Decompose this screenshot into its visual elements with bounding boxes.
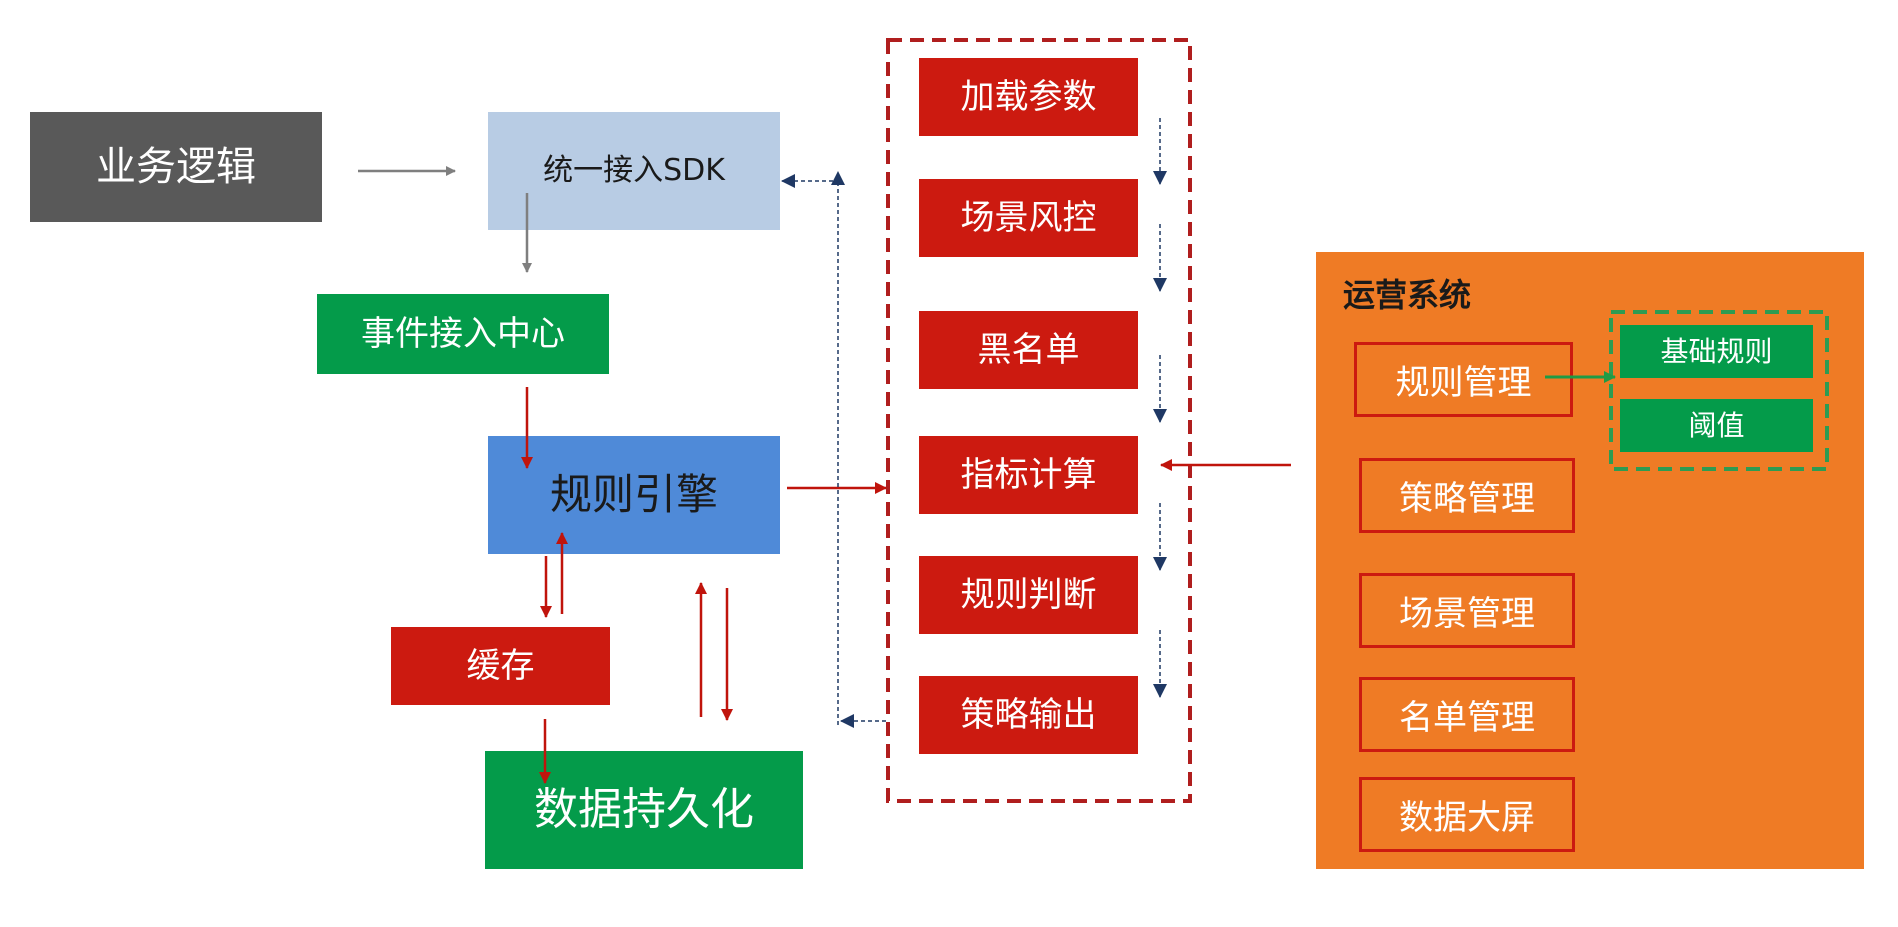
pipeline-step-strategy-output: 策略输出 <box>919 676 1138 754</box>
rule-engine-box: 规则引擎 <box>488 436 780 554</box>
pipeline-step-load-params: 加载参数 <box>919 58 1138 136</box>
pipeline-step-scene-risk: 场景风控 <box>919 179 1138 257</box>
persistence-box: 数据持久化 <box>485 751 803 869</box>
ops-item-rule-management: 规则管理 <box>1354 342 1573 417</box>
ops-item-list-management: 名单管理 <box>1359 677 1575 752</box>
rule-sub-item-basic-rules: 基础规则 <box>1620 325 1813 378</box>
pipeline-step-metric-calc: 指标计算 <box>919 436 1138 514</box>
pipeline-step-rule-judgment: 规则判断 <box>919 556 1138 634</box>
ops-item-data-dashboard: 数据大屏 <box>1359 777 1575 852</box>
ops-item-strategy-management: 策略管理 <box>1359 458 1575 533</box>
rule-sub-item-threshold: 阈值 <box>1620 399 1813 452</box>
business-logic-box: 业务逻辑 <box>30 112 322 222</box>
unified-sdk-box: 统一接入SDK <box>488 112 780 230</box>
pipeline-step-blacklist: 黑名单 <box>919 311 1138 389</box>
cache-box: 缓存 <box>391 627 610 705</box>
ops-item-scene-management: 场景管理 <box>1359 573 1575 648</box>
event-center-box: 事件接入中心 <box>317 294 609 374</box>
ops-system-title: 运营系统 <box>1343 276 1472 314</box>
